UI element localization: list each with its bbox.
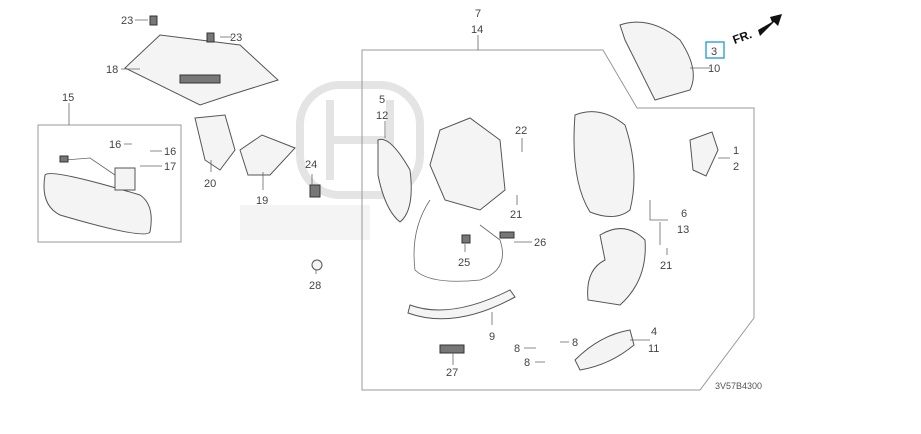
- front-direction-label: FR.: [731, 27, 754, 47]
- mirror-glass-part[interactable]: [377, 138, 412, 223]
- callout-23[interactable]: 23: [230, 32, 242, 44]
- callout-24[interactable]: 24: [305, 159, 317, 171]
- rearview-mirror-group-box: [37, 124, 182, 243]
- callout-4[interactable]: 4: [651, 326, 657, 338]
- mirror-cover-part[interactable]: [619, 21, 694, 101]
- mirror-housing-part[interactable]: [573, 111, 635, 217]
- callout-26[interactable]: 26: [534, 237, 546, 249]
- callout-25[interactable]: 25: [458, 257, 470, 269]
- callout-2[interactable]: 2: [733, 161, 739, 173]
- callout-21[interactable]: 21: [510, 209, 522, 221]
- cover-19-part[interactable]: [239, 134, 296, 176]
- callout-1[interactable]: 1: [733, 145, 739, 157]
- callout-19[interactable]: 19: [256, 195, 268, 207]
- cover-20-part[interactable]: [194, 114, 236, 171]
- diagram-code: 3V57B4300: [715, 381, 762, 391]
- rearview-mirror-part[interactable]: [43, 155, 152, 235]
- mirror-actuator-part[interactable]: [413, 117, 506, 282]
- callout-8[interactable]: 8: [514, 343, 520, 355]
- nut-28-part[interactable]: [311, 259, 323, 271]
- honda-watermark: [240, 81, 424, 240]
- callout-9[interactable]: 9: [489, 331, 495, 343]
- callout-8[interactable]: 8: [524, 357, 530, 369]
- lower-cover-part[interactable]: [587, 228, 646, 306]
- callout-13[interactable]: 13: [677, 224, 689, 236]
- callout-22[interactable]: 22: [515, 125, 527, 137]
- leader-lines: [68, 19, 730, 365]
- callout-23[interactable]: 23: [121, 15, 133, 27]
- callout-11[interactable]: 11: [648, 343, 659, 355]
- callout-17[interactable]: 17: [164, 161, 176, 173]
- callout-16[interactable]: 16: [164, 146, 176, 158]
- cable-9-part[interactable]: [407, 289, 516, 320]
- callout-7[interactable]: 7: [475, 8, 481, 20]
- cover-18-part[interactable]: [124, 34, 279, 106]
- callout-10[interactable]: 10: [708, 63, 720, 75]
- highlight-box: [705, 41, 725, 59]
- turn-signal-part[interactable]: [689, 131, 719, 177]
- callout-20[interactable]: 20: [204, 178, 216, 190]
- door-mirror-group-box: [361, 49, 755, 391]
- callout-21[interactable]: 21: [660, 260, 672, 272]
- callout-16[interactable]: 16: [109, 139, 121, 151]
- callout-5[interactable]: 5: [379, 94, 385, 106]
- clip-23-part[interactable]: [206, 32, 215, 43]
- callouts: 23 23 18 15 16 16 17 20 19 24 28 7 14 5 …: [62, 8, 762, 391]
- callout-14[interactable]: 14: [471, 24, 483, 36]
- garnish-4-part[interactable]: [574, 329, 635, 371]
- callout-6[interactable]: 6: [681, 208, 687, 220]
- part-24[interactable]: [309, 184, 321, 198]
- callout-15[interactable]: 15: [62, 92, 74, 104]
- callout-8[interactable]: 8: [572, 337, 578, 349]
- clip-23-part[interactable]: [149, 15, 158, 26]
- callout-27[interactable]: 27: [446, 367, 458, 379]
- callout-18[interactable]: 18: [106, 64, 118, 76]
- callout-28[interactable]: 28: [309, 280, 321, 292]
- part-25[interactable]: [461, 234, 471, 244]
- callout-12[interactable]: 12: [376, 110, 388, 122]
- callout-3-highlighted[interactable]: 3: [711, 46, 717, 58]
- part-26[interactable]: [499, 231, 515, 239]
- front-arrow: [758, 14, 782, 36]
- part-27[interactable]: [439, 344, 465, 354]
